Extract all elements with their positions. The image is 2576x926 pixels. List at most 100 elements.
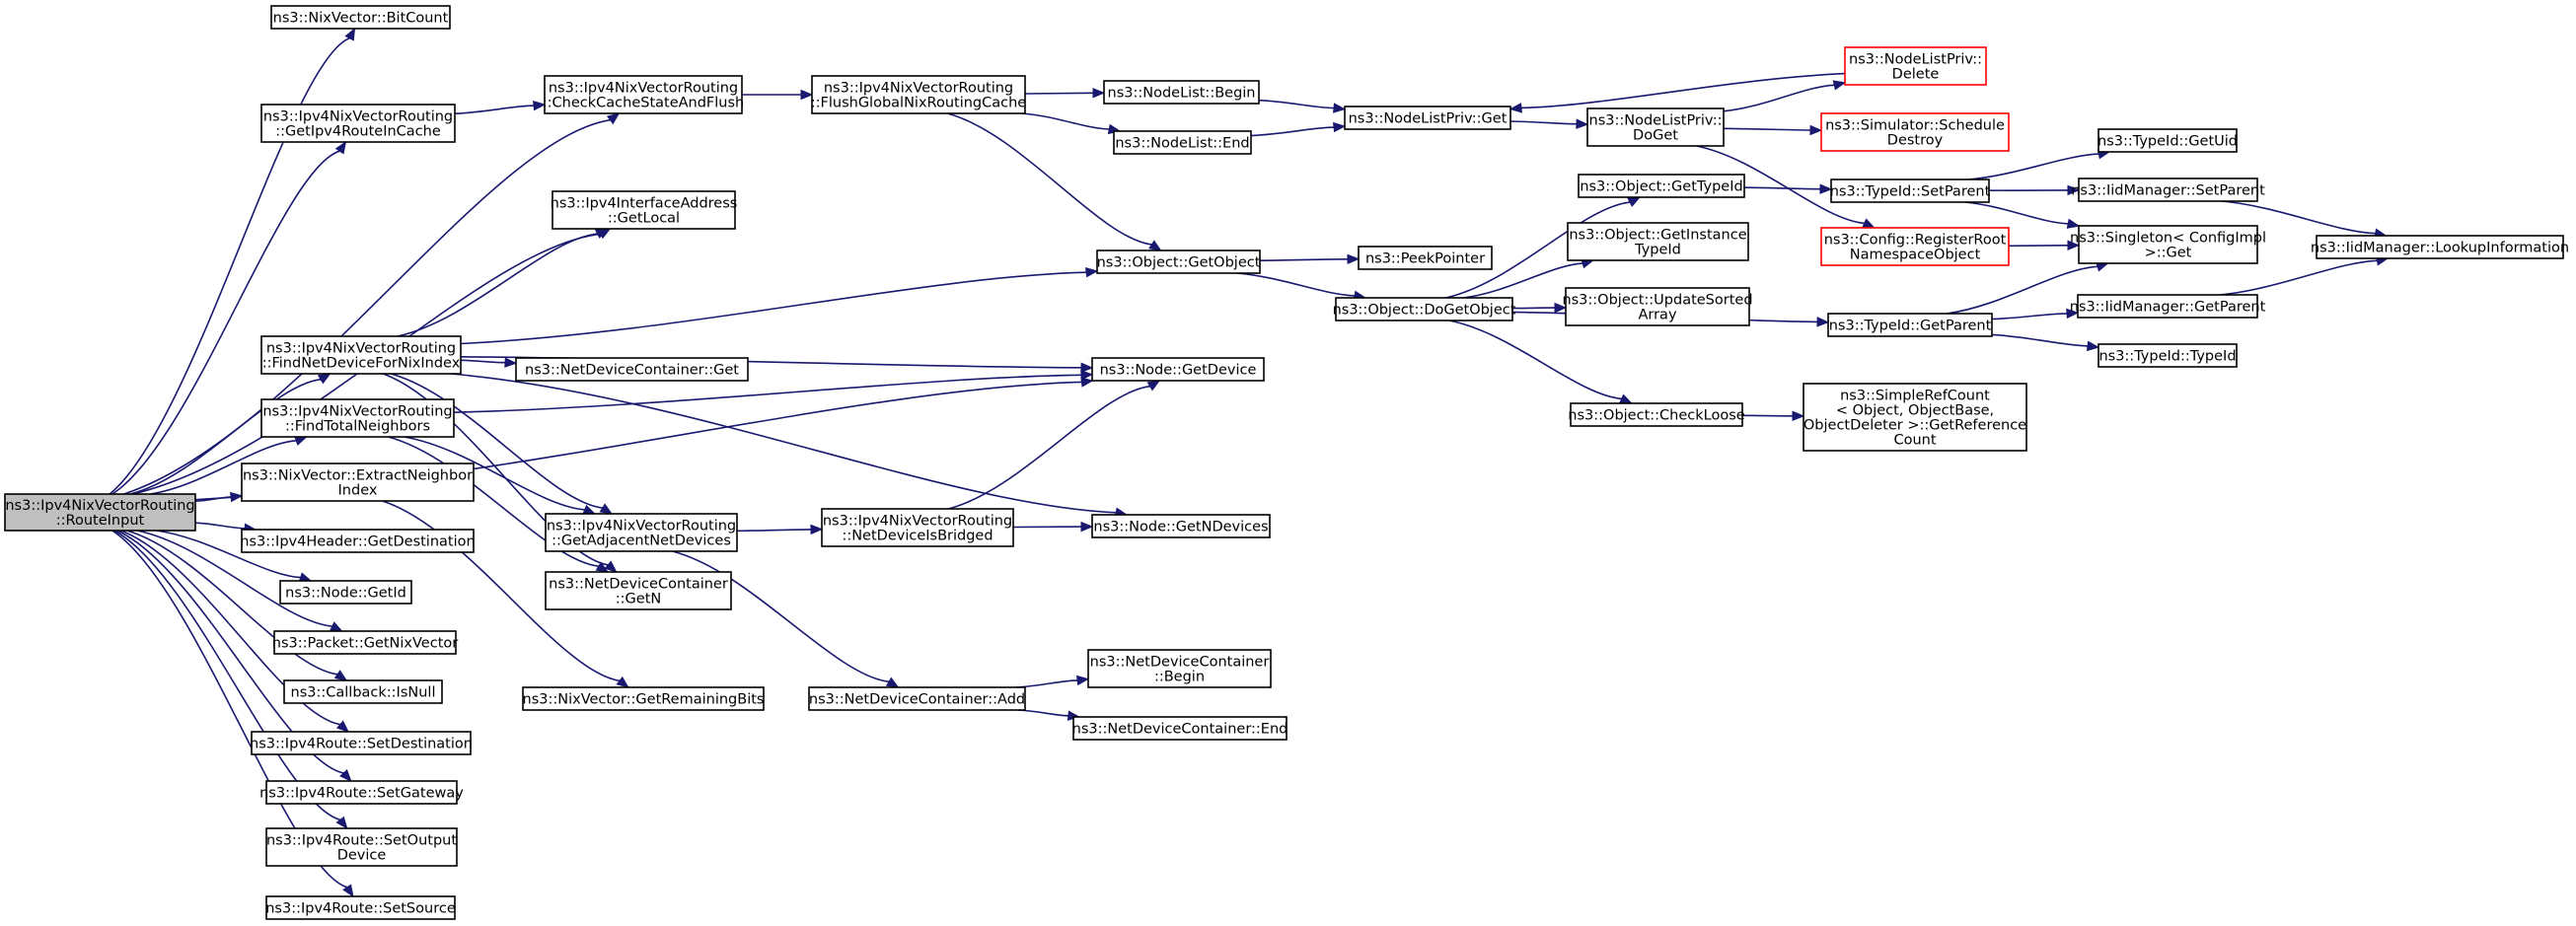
edge-arrowhead xyxy=(334,140,347,155)
node-label: < Object, ObjectBase, xyxy=(1836,403,1994,419)
node-label: ns3::NixVector::GetRemainingBits xyxy=(523,692,765,708)
node-label: ::Begin xyxy=(1154,670,1205,685)
node-label: ns3::IidManager::GetParent xyxy=(2070,300,2266,316)
edge-netdevcontaineradd-to-netdevcontainerend xyxy=(1017,709,1068,717)
node-checkcache[interactable]: ns3::Ipv4NixVectorRouting::CheckCacheSta… xyxy=(543,75,744,114)
node-singletonget[interactable]: ns3::Singleton< ConfigImpl >::Get xyxy=(2070,225,2266,264)
node-label: ns3::NodeListPriv:: xyxy=(1849,52,1982,68)
node-getobject[interactable]: ns3::Object::GetObject xyxy=(1096,249,1261,274)
node-findtotalneighbors[interactable]: ns3::Ipv4NixVectorRouting::FindTotalNeig… xyxy=(260,398,455,438)
edge-nodelistend-to-nodelistprivget xyxy=(1250,126,1335,137)
node-label: ns3::Ipv4NixVectorRouting xyxy=(266,341,456,357)
node-findnetdevice[interactable]: ns3::Ipv4NixVectorRouting::FindNetDevice… xyxy=(260,335,462,375)
edge-configregister-to-singletonget xyxy=(2008,245,2069,248)
node-box xyxy=(1103,80,1260,105)
node-peekpointer[interactable]: ns3::PeekPointer xyxy=(1358,246,1493,270)
node-netdevcontainerbegin[interactable]: ns3::NetDeviceContainer::Begin xyxy=(1087,649,1272,688)
node-label: ns3::Node::GetId xyxy=(285,586,406,602)
node-getremainingbits[interactable]: ns3::NixVector::GetRemainingBits xyxy=(522,686,765,711)
node-nodelistprivdelete[interactable]: ns3::NodeListPriv::Delete xyxy=(1844,46,1987,86)
edge-arrowhead xyxy=(1333,121,1347,133)
node-label: ns3::Object::DoGetObject xyxy=(1333,303,1516,319)
node-nodelistprivdoget[interactable]: ns3::NodeListPriv::DoGet xyxy=(1586,107,1725,147)
node-root[interactable]: ns3::Ipv4NixVectorRouting::RouteInput xyxy=(4,493,196,532)
edge-arrowhead xyxy=(1627,196,1642,207)
edge-arrowhead xyxy=(1554,302,1568,314)
node-gettypeid[interactable]: ns3::Object::GetTypeId xyxy=(1578,174,1745,198)
node-ipv4headergetdest[interactable]: ns3::Ipv4Header::GetDestination xyxy=(240,529,476,553)
node-setgateway[interactable]: ns3::Ipv4Route::SetGateway xyxy=(259,780,464,805)
edge-root-to-packetgetnix xyxy=(136,530,332,627)
node-box xyxy=(273,630,457,655)
node-box xyxy=(265,780,458,805)
node-getlocal[interactable]: ns3::Ipv4InterfaceAddress::GetLocal xyxy=(551,190,738,230)
node-netdevcontainerget[interactable]: ns3::NetDeviceContainer::Get xyxy=(515,357,749,382)
node-box xyxy=(1358,246,1493,270)
edge-typeidgetparent-to-typeidtypeid xyxy=(1991,333,2089,347)
node-setsource[interactable]: ns3::Ipv4Route::SetSource xyxy=(265,895,456,920)
node-label: ns3::Ipv4NixVectorRouting xyxy=(263,109,453,125)
node-netdevcontainergetn[interactable]: ns3::NetDeviceContainer::GetN xyxy=(545,571,732,610)
edge-arrowhead xyxy=(595,561,610,573)
node-box xyxy=(241,529,475,553)
node-nodelistbegin[interactable]: ns3::NodeList::Begin xyxy=(1103,80,1260,105)
node-label: ns3::Ipv4NixVectorRouting xyxy=(824,81,1013,97)
node-nodelistend[interactable]: ns3::NodeList::End xyxy=(1113,130,1252,155)
node-nodelistprivget[interactable]: ns3::NodeListPriv::Get xyxy=(1344,106,1511,130)
node-label: ns3::NodeListPriv::Get xyxy=(1349,111,1508,127)
node-box xyxy=(808,686,1026,711)
node-iidgetparent[interactable]: ns3::IidManager::GetParent xyxy=(2070,294,2266,319)
edge-arrowhead xyxy=(504,357,518,368)
node-label: ns3::Node::GetDevice xyxy=(1100,363,1257,379)
node-typeidsetparent[interactable]: ns3::TypeId::SetParent xyxy=(1830,178,1991,203)
node-checkloose[interactable]: ns3::Object::CheckLoose xyxy=(1568,402,1745,427)
node-box xyxy=(1844,46,1987,86)
edge-flushglobal-to-getobject xyxy=(947,112,1152,246)
node-netdevcontainerend[interactable]: ns3::NetDeviceContainer::End xyxy=(1072,716,1288,741)
edge-getobject-to-peekpointer xyxy=(1259,258,1349,261)
edge-arrowhead xyxy=(1085,267,1099,278)
node-callbackisnull[interactable]: ns3::Callback::IsNull xyxy=(283,679,443,704)
node-netdeviceisbridged[interactable]: ns3::Ipv4NixVectorRouting::NetDeviceIsBr… xyxy=(821,508,1014,547)
node-typeidtypeid[interactable]: ns3::TypeId::TypeId xyxy=(2098,343,2238,368)
node-label: ns3::Simulator::Schedule xyxy=(1825,118,2005,134)
node-getipv4route[interactable]: ns3::Ipv4NixVectorRouting::GetIpv4RouteI… xyxy=(260,104,456,143)
node-iidlookup[interactable]: ns3::IidManager::LookupInformation xyxy=(2311,235,2569,259)
node-bitcount[interactable]: ns3::NixVector::BitCount xyxy=(270,5,451,30)
edge-arrowhead xyxy=(335,720,349,733)
edge-arrowhead xyxy=(335,816,348,830)
node-nodegetndevices[interactable]: ns3::Node::GetNDevices xyxy=(1091,514,1271,538)
node-simplerefcount[interactable]: ns3::SimpleRefCount< Object, ObjectBase,… xyxy=(1803,383,2027,452)
node-box xyxy=(265,827,458,867)
edge-nodelistprivdoget-to-simschedule xyxy=(1723,127,1811,131)
node-iidsetparent[interactable]: ns3::IidManager::SetParent xyxy=(2071,178,2265,202)
node-typeidgetuid[interactable]: ns3::TypeId::GetUid xyxy=(2098,128,2238,153)
edge-findtotalneighbors-to-getadjacent xyxy=(404,436,585,511)
node-setdestination[interactable]: ns3::Ipv4Route::SetDestination xyxy=(250,731,473,755)
node-dogetobject[interactable]: ns3::Object::DoGetObject xyxy=(1333,297,1516,321)
node-getadjacent[interactable]: ns3::Ipv4NixVectorRouting::GetAdjacentNe… xyxy=(545,513,738,552)
edge-iidgetparent-to-iidlookup xyxy=(2219,259,2378,296)
nodes-layer: ns3::Ipv4NixVectorRouting::RouteInputns3… xyxy=(4,5,2569,920)
node-label: ns3::Ipv4NixVectorRouting xyxy=(5,498,194,514)
edge-getadjacent-to-netdevcontaineradd xyxy=(672,550,890,683)
node-nodegetid[interactable]: ns3::Node::GetId xyxy=(279,580,412,605)
node-packetgetnix[interactable]: ns3::Packet::GetNixVector xyxy=(272,630,458,655)
node-nodegetdevice[interactable]: ns3::Node::GetDevice xyxy=(1091,357,1265,382)
edge-root-to-setdestination xyxy=(120,530,340,726)
edge-arrowhead xyxy=(1816,317,1830,327)
node-typeidgetparent[interactable]: ns3::TypeId::GetParent xyxy=(1827,313,1993,337)
edge-checkloose-to-simplerefcount xyxy=(1741,414,1794,417)
node-netdevcontaineradd[interactable]: ns3::NetDeviceContainer::Add xyxy=(808,686,1026,711)
edge-root-to-setgateway xyxy=(116,530,344,774)
node-flushglobal[interactable]: ns3::Ipv4NixVectorRouting::FlushGlobalNi… xyxy=(811,75,1027,114)
edge-arrowhead xyxy=(344,27,356,41)
node-box xyxy=(260,335,462,375)
node-label: ns3::Object::GetTypeId xyxy=(1580,179,1742,195)
